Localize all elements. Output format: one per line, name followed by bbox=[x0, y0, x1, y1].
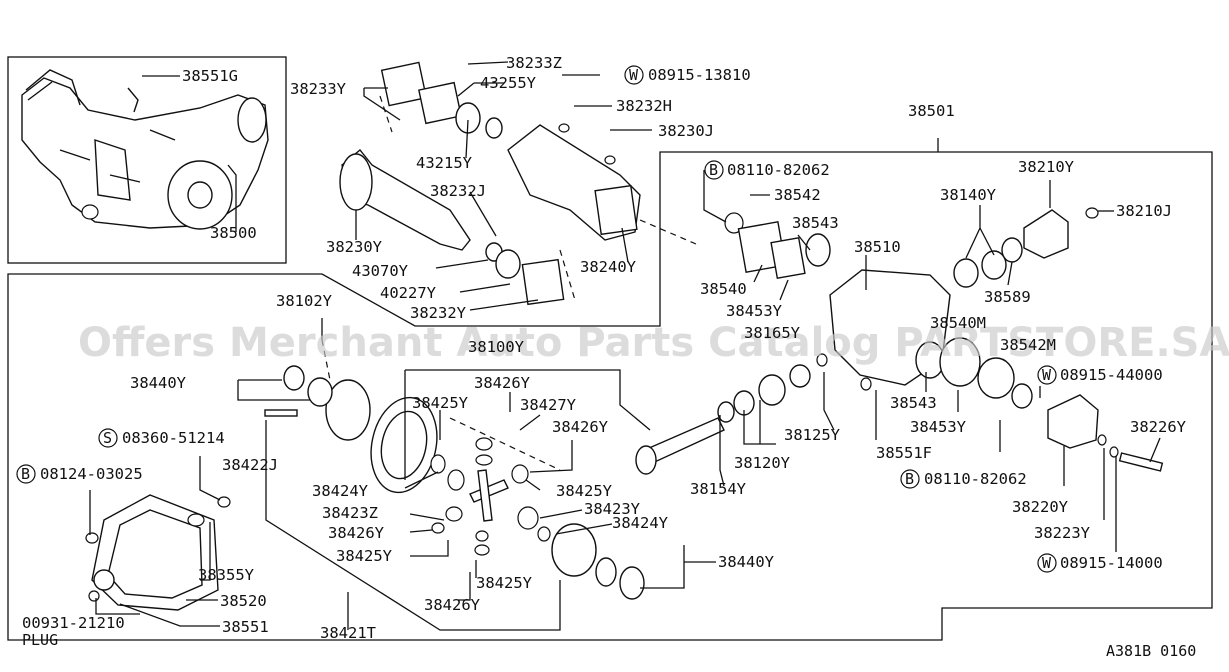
label-38551G: 38551G bbox=[182, 67, 238, 85]
label-38440Y-bottom: 38440Y bbox=[718, 553, 775, 571]
label-38120Y: 38120Y bbox=[734, 454, 791, 472]
label-38424Y-b: 38424Y bbox=[612, 514, 669, 532]
label-38423Y: 38423Y bbox=[584, 500, 641, 518]
label-38589: 38589 bbox=[984, 288, 1031, 306]
label-38453Y-bottom: 38453Y bbox=[910, 418, 967, 436]
label-38551: 38551 bbox=[222, 618, 269, 636]
label-38102Y: 38102Y bbox=[276, 292, 333, 310]
label-38500: 38500 bbox=[210, 224, 257, 242]
label-38424Y-a: 38424Y bbox=[312, 482, 369, 500]
label-38423Z: 38423Z bbox=[322, 504, 378, 522]
label-08124-03025: 08124-03025 bbox=[40, 465, 143, 483]
label-38551F: 38551F bbox=[876, 444, 932, 462]
label-43070Y: 43070Y bbox=[352, 262, 409, 280]
prefix-w-08915-44000: W bbox=[1042, 366, 1052, 384]
label-plug: PLUG bbox=[22, 631, 58, 649]
label-08915-13810: 08915-13810 bbox=[648, 66, 751, 84]
label-38355Y: 38355Y bbox=[198, 566, 255, 584]
label-38520: 38520 bbox=[220, 592, 267, 610]
label-38230Y: 38230Y bbox=[326, 238, 383, 256]
label-38422J: 38422J bbox=[222, 456, 278, 474]
main-assembly-frame bbox=[7, 138, 1213, 641]
label-00931-21210: 00931-21210 bbox=[22, 614, 125, 632]
label-38421T: 38421T bbox=[320, 624, 376, 642]
label-08110-82062-top: 08110-82062 bbox=[727, 161, 830, 179]
side-gears-illustration bbox=[430, 437, 551, 556]
label-38542M: 38542M bbox=[1000, 336, 1056, 354]
label-38425Y-d: 38425Y bbox=[476, 574, 533, 592]
label-38210J: 38210J bbox=[1116, 202, 1172, 220]
label-43255Y: 43255Y bbox=[480, 74, 537, 92]
label-38220Y: 38220Y bbox=[1012, 498, 1069, 516]
label-38543-bottom: 38543 bbox=[890, 394, 937, 412]
label-38223Y: 38223Y bbox=[1034, 524, 1091, 542]
label-38540M: 38540M bbox=[930, 314, 986, 332]
label-38226Y: 38226Y bbox=[1130, 418, 1187, 436]
prefix-w-08915-14000: W bbox=[1042, 554, 1052, 572]
label-38425Y-a: 38425Y bbox=[412, 394, 469, 412]
label-08360-51214: 08360-51214 bbox=[122, 429, 225, 447]
label-08915-44000: 08915-44000 bbox=[1060, 366, 1163, 384]
label-40227Y: 40227Y bbox=[380, 284, 437, 302]
label-38501: 38501 bbox=[908, 102, 955, 120]
label-38426Y-b: 38426Y bbox=[552, 418, 609, 436]
rear-cover-illustration bbox=[85, 494, 231, 611]
part-labels: 38551G 38500 38233Y 38233Z 43255Y 08915-… bbox=[22, 54, 1196, 660]
upper-shaft-illustration bbox=[339, 61, 641, 306]
label-38233Y: 38233Y bbox=[290, 80, 347, 98]
label-38426Y-c: 38426Y bbox=[328, 524, 385, 542]
label-38453Y-top: 38453Y bbox=[726, 302, 783, 320]
prefix-markers: W B W S B B W bbox=[16, 65, 1057, 573]
figure-code: A381B 0160 bbox=[1106, 642, 1196, 660]
axle-housing-illustration bbox=[21, 69, 269, 230]
prefix-b-08110-82062-top: B bbox=[709, 161, 718, 179]
pinion-illustration bbox=[635, 353, 828, 475]
label-08915-14000: 08915-14000 bbox=[1060, 554, 1163, 572]
label-38232J: 38232J bbox=[430, 182, 486, 200]
prefix-b-08124-03025: B bbox=[21, 465, 30, 483]
label-38543-top: 38543 bbox=[792, 214, 839, 232]
label-38425Y-b: 38425Y bbox=[556, 482, 613, 500]
differential-carrier-illustration bbox=[724, 207, 1164, 472]
label-38125Y: 38125Y bbox=[784, 426, 841, 444]
label-38425Y-c: 38425Y bbox=[336, 547, 393, 565]
label-38140Y: 38140Y bbox=[940, 186, 997, 204]
label-38233Z: 38233Z bbox=[506, 54, 562, 72]
ring-gear-illustration bbox=[264, 365, 645, 600]
prefix-w-08915-13810: W bbox=[629, 66, 639, 84]
label-38427Y: 38427Y bbox=[520, 396, 577, 414]
label-38426Y-a: 38426Y bbox=[474, 374, 531, 392]
prefix-b-08110-82062-bottom: B bbox=[905, 470, 914, 488]
label-38540: 38540 bbox=[700, 280, 747, 298]
label-38165Y: 38165Y bbox=[744, 324, 801, 342]
label-38542: 38542 bbox=[774, 186, 821, 204]
label-38426Y-d: 38426Y bbox=[424, 596, 481, 614]
inset-frame bbox=[7, 56, 287, 264]
label-38100Y: 38100Y bbox=[468, 338, 525, 356]
label-38154Y: 38154Y bbox=[690, 480, 747, 498]
label-38230J: 38230J bbox=[658, 122, 714, 140]
watermark: Offers Merchant Auto Parts Catalog PARTS… bbox=[78, 320, 1229, 366]
label-38232Y: 38232Y bbox=[410, 304, 467, 322]
label-38210Y: 38210Y bbox=[1018, 158, 1075, 176]
prefix-s-08360-51214: S bbox=[103, 429, 112, 447]
label-38240Y: 38240Y bbox=[580, 258, 637, 276]
label-38440Y-top: 38440Y bbox=[130, 374, 187, 392]
label-38232H: 38232H bbox=[616, 97, 672, 115]
label-38510: 38510 bbox=[854, 238, 901, 256]
label-43215Y: 43215Y bbox=[416, 154, 473, 172]
label-08110-82062-bottom: 08110-82062 bbox=[924, 470, 1027, 488]
leader-lines bbox=[89, 61, 1161, 631]
